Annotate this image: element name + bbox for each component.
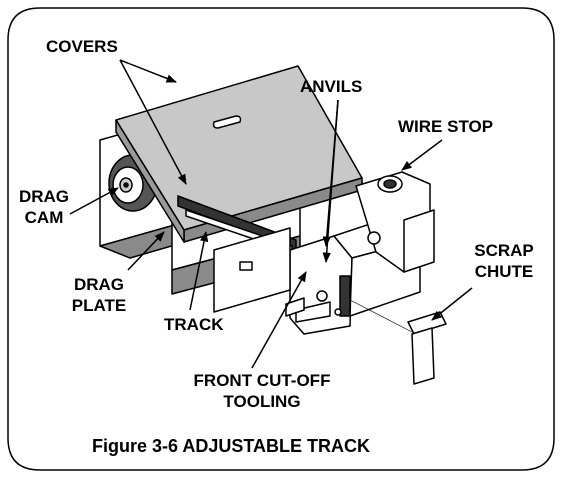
label-scrap-chute: SCRAP CHUTE [466, 240, 542, 282]
label-drag-plate: DRAG PLATE [64, 274, 134, 316]
label-drag-plate-line2: PLATE [71, 296, 127, 315]
label-drag-cam-line1: DRAG [18, 187, 70, 206]
label-drag-cam: DRAG CAM [14, 186, 74, 228]
figure-caption: Figure 3-6 ADJUSTABLE TRACK [92, 436, 371, 456]
label-wire-stop: WIRE STOP [398, 117, 494, 136]
label-drag-plate-line1: DRAG [73, 275, 125, 294]
label-anvils: ANVILS [300, 77, 363, 96]
drag-plate [213, 227, 305, 317]
label-front-cutoff-line1: FRONT CUT-OFF [193, 371, 331, 390]
frame-border [7, 7, 555, 471]
scrap-chute [349, 299, 447, 385]
wire-stop-block [355, 171, 435, 273]
label-track: TRACK [164, 315, 224, 334]
label-front-cutoff: FRONT CUT-OFF TOOLING [180, 370, 344, 412]
label-drag-cam-line2: CAM [24, 208, 64, 227]
label-scrap-chute-line1: SCRAP [474, 241, 534, 260]
label-covers: COVERS [46, 37, 118, 56]
label-front-cutoff-line2: TOOLING [223, 392, 301, 411]
label-scrap-chute-line2: CHUTE [474, 262, 534, 281]
cover-plate [115, 65, 363, 243]
leader-lines [69, 59, 473, 369]
